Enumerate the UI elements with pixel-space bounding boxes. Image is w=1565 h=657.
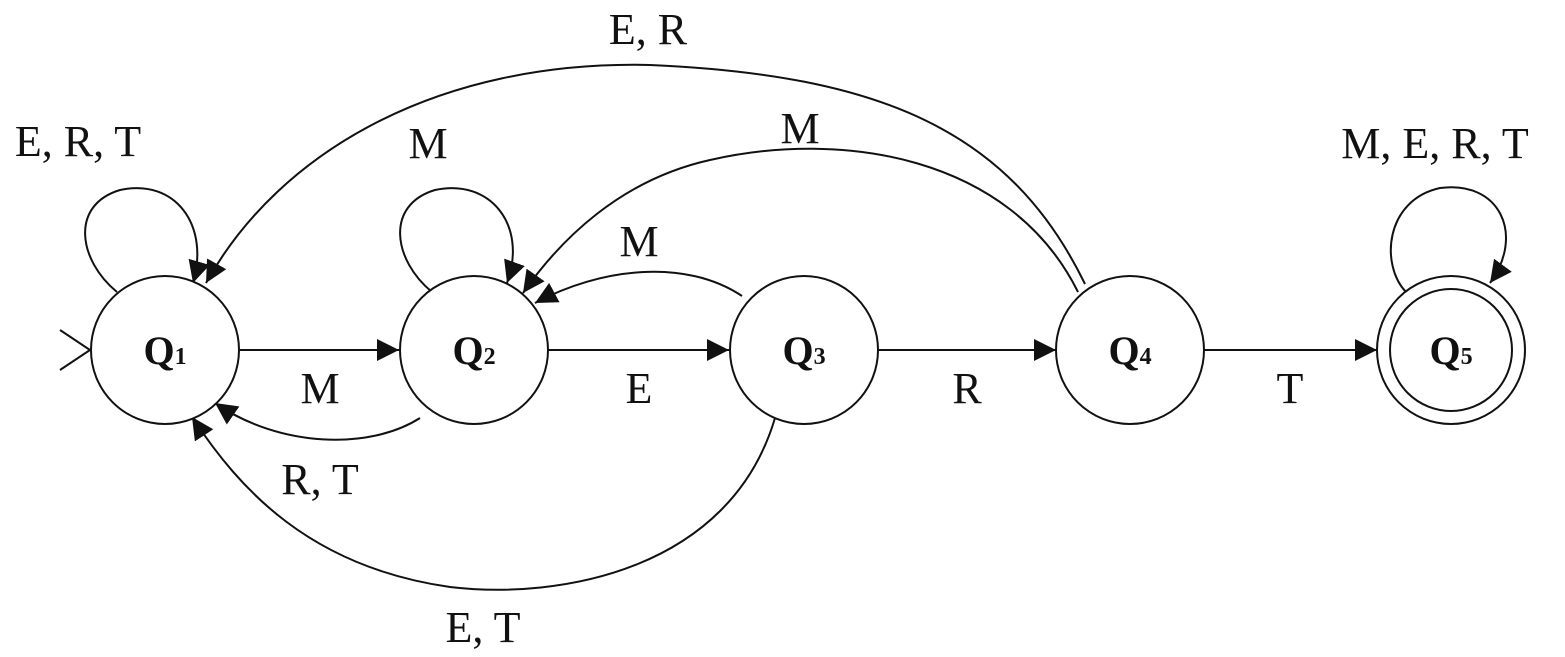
q3-q1-edge <box>191 416 776 591</box>
q3-q4-label: R <box>952 364 982 413</box>
state-q3: Q3 <box>729 275 879 425</box>
state-q3-subscript: 3 <box>814 344 826 370</box>
svg-text:Q5: Q5 <box>1429 328 1472 373</box>
q3-q1-label: E, T <box>446 603 521 652</box>
q2-q3-label: E <box>626 364 653 413</box>
q4-q1-edge <box>205 63 1086 285</box>
q1-loop-edge <box>84 187 210 293</box>
q2-q1-label: R, T <box>281 455 359 504</box>
q2-loop-label: M <box>408 119 447 168</box>
svg-text:Q1: Q1 <box>143 328 186 373</box>
q2-q1-edge <box>214 402 421 441</box>
state-q2-subscript: 2 <box>484 344 496 370</box>
state-q1: Q1 <box>90 275 240 425</box>
q3-q2-label: M <box>619 217 658 266</box>
q2-loop-edge <box>399 187 525 293</box>
q4-q2-edge <box>522 147 1079 294</box>
initial-arrow <box>59 329 92 371</box>
state-q4-subscript: 4 <box>1140 344 1152 370</box>
state-q2: Q2 <box>399 275 549 425</box>
state-q1-letter: Q <box>143 328 174 373</box>
q4-q1-label: E, R <box>609 5 688 54</box>
state-q5-letter: Q <box>1429 328 1460 373</box>
q1-q2-label: M <box>300 364 339 413</box>
state-q2-letter: Q <box>452 328 483 373</box>
q4-q5-label: T <box>1277 364 1304 413</box>
state-q5-subscript: 5 <box>1461 344 1473 370</box>
state-q1-subscript: 1 <box>175 344 187 370</box>
svg-text:Q4: Q4 <box>1108 328 1151 373</box>
svg-text:Q2: Q2 <box>452 328 495 373</box>
q5-loop-label: M, E, R, T <box>1341 119 1529 168</box>
state-q3-letter: Q <box>782 328 813 373</box>
q1-loop-label: E, R, T <box>15 117 141 166</box>
svg-text:Q3: Q3 <box>782 328 825 373</box>
q3-q2-edge <box>534 270 743 304</box>
q5-loop-edge <box>1389 186 1512 293</box>
state-q4: Q4 <box>1055 275 1205 425</box>
state-q4-letter: Q <box>1108 328 1139 373</box>
state-q5: Q5 <box>1376 275 1526 425</box>
accepting-ring <box>1389 288 1513 412</box>
q4-q2-label: M <box>780 104 819 153</box>
